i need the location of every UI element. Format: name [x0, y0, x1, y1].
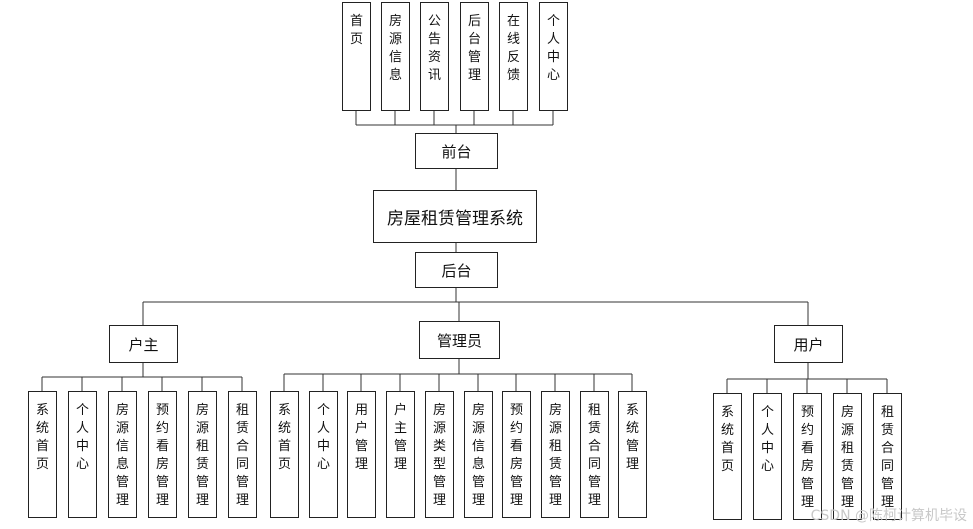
node-user-item: 个人中心: [753, 393, 782, 520]
node-group-user: 用户: [774, 325, 843, 363]
node-front-admin: 后台管理: [460, 2, 489, 111]
node-user-item: 房源租赁管理: [833, 393, 862, 520]
node-admin-item: 房源租赁管理: [541, 391, 570, 518]
node-front-hub: 前台: [415, 133, 498, 169]
node-front-listings: 房源信息: [381, 2, 410, 111]
node-front-home: 首页: [342, 2, 371, 111]
node-owner-item: 房源信息管理: [108, 391, 137, 518]
node-front-profile: 个人中心: [539, 2, 568, 111]
node-front-feedback: 在线反馈: [499, 2, 528, 111]
node-owner-item: 个人中心: [68, 391, 97, 518]
node-admin-item: 个人中心: [309, 391, 338, 518]
node-owner-item: 租赁合同管理: [228, 391, 257, 518]
node-front-news: 公告资讯: [420, 2, 449, 111]
node-owner-item: 房源租赁管理: [188, 391, 217, 518]
node-admin-item: 用户管理: [347, 391, 376, 518]
node-group-owner: 户主: [109, 325, 178, 363]
node-admin-item: 户主管理: [386, 391, 415, 518]
node-user-item: 预约看房管理: [793, 393, 822, 520]
node-group-admin: 管理员: [419, 321, 500, 359]
node-admin-item: 房源类型管理: [425, 391, 454, 518]
node-back-hub: 后台: [415, 252, 498, 288]
node-admin-item: 预约看房管理: [502, 391, 531, 518]
node-root: 房屋租赁管理系统: [373, 190, 537, 243]
node-admin-item: 租赁合同管理: [580, 391, 609, 518]
node-admin-item: 房源信息管理: [464, 391, 493, 518]
node-user-item: 租赁合同管理: [873, 393, 902, 520]
node-admin-item: 系统管理: [618, 391, 647, 518]
node-owner-item: 系统首页: [28, 391, 57, 518]
node-user-item: 系统首页: [713, 393, 742, 520]
node-admin-item: 系统首页: [270, 391, 299, 518]
node-owner-item: 预约看房管理: [148, 391, 177, 518]
watermark: CSDN @陈柯计算机毕设: [810, 508, 967, 524]
